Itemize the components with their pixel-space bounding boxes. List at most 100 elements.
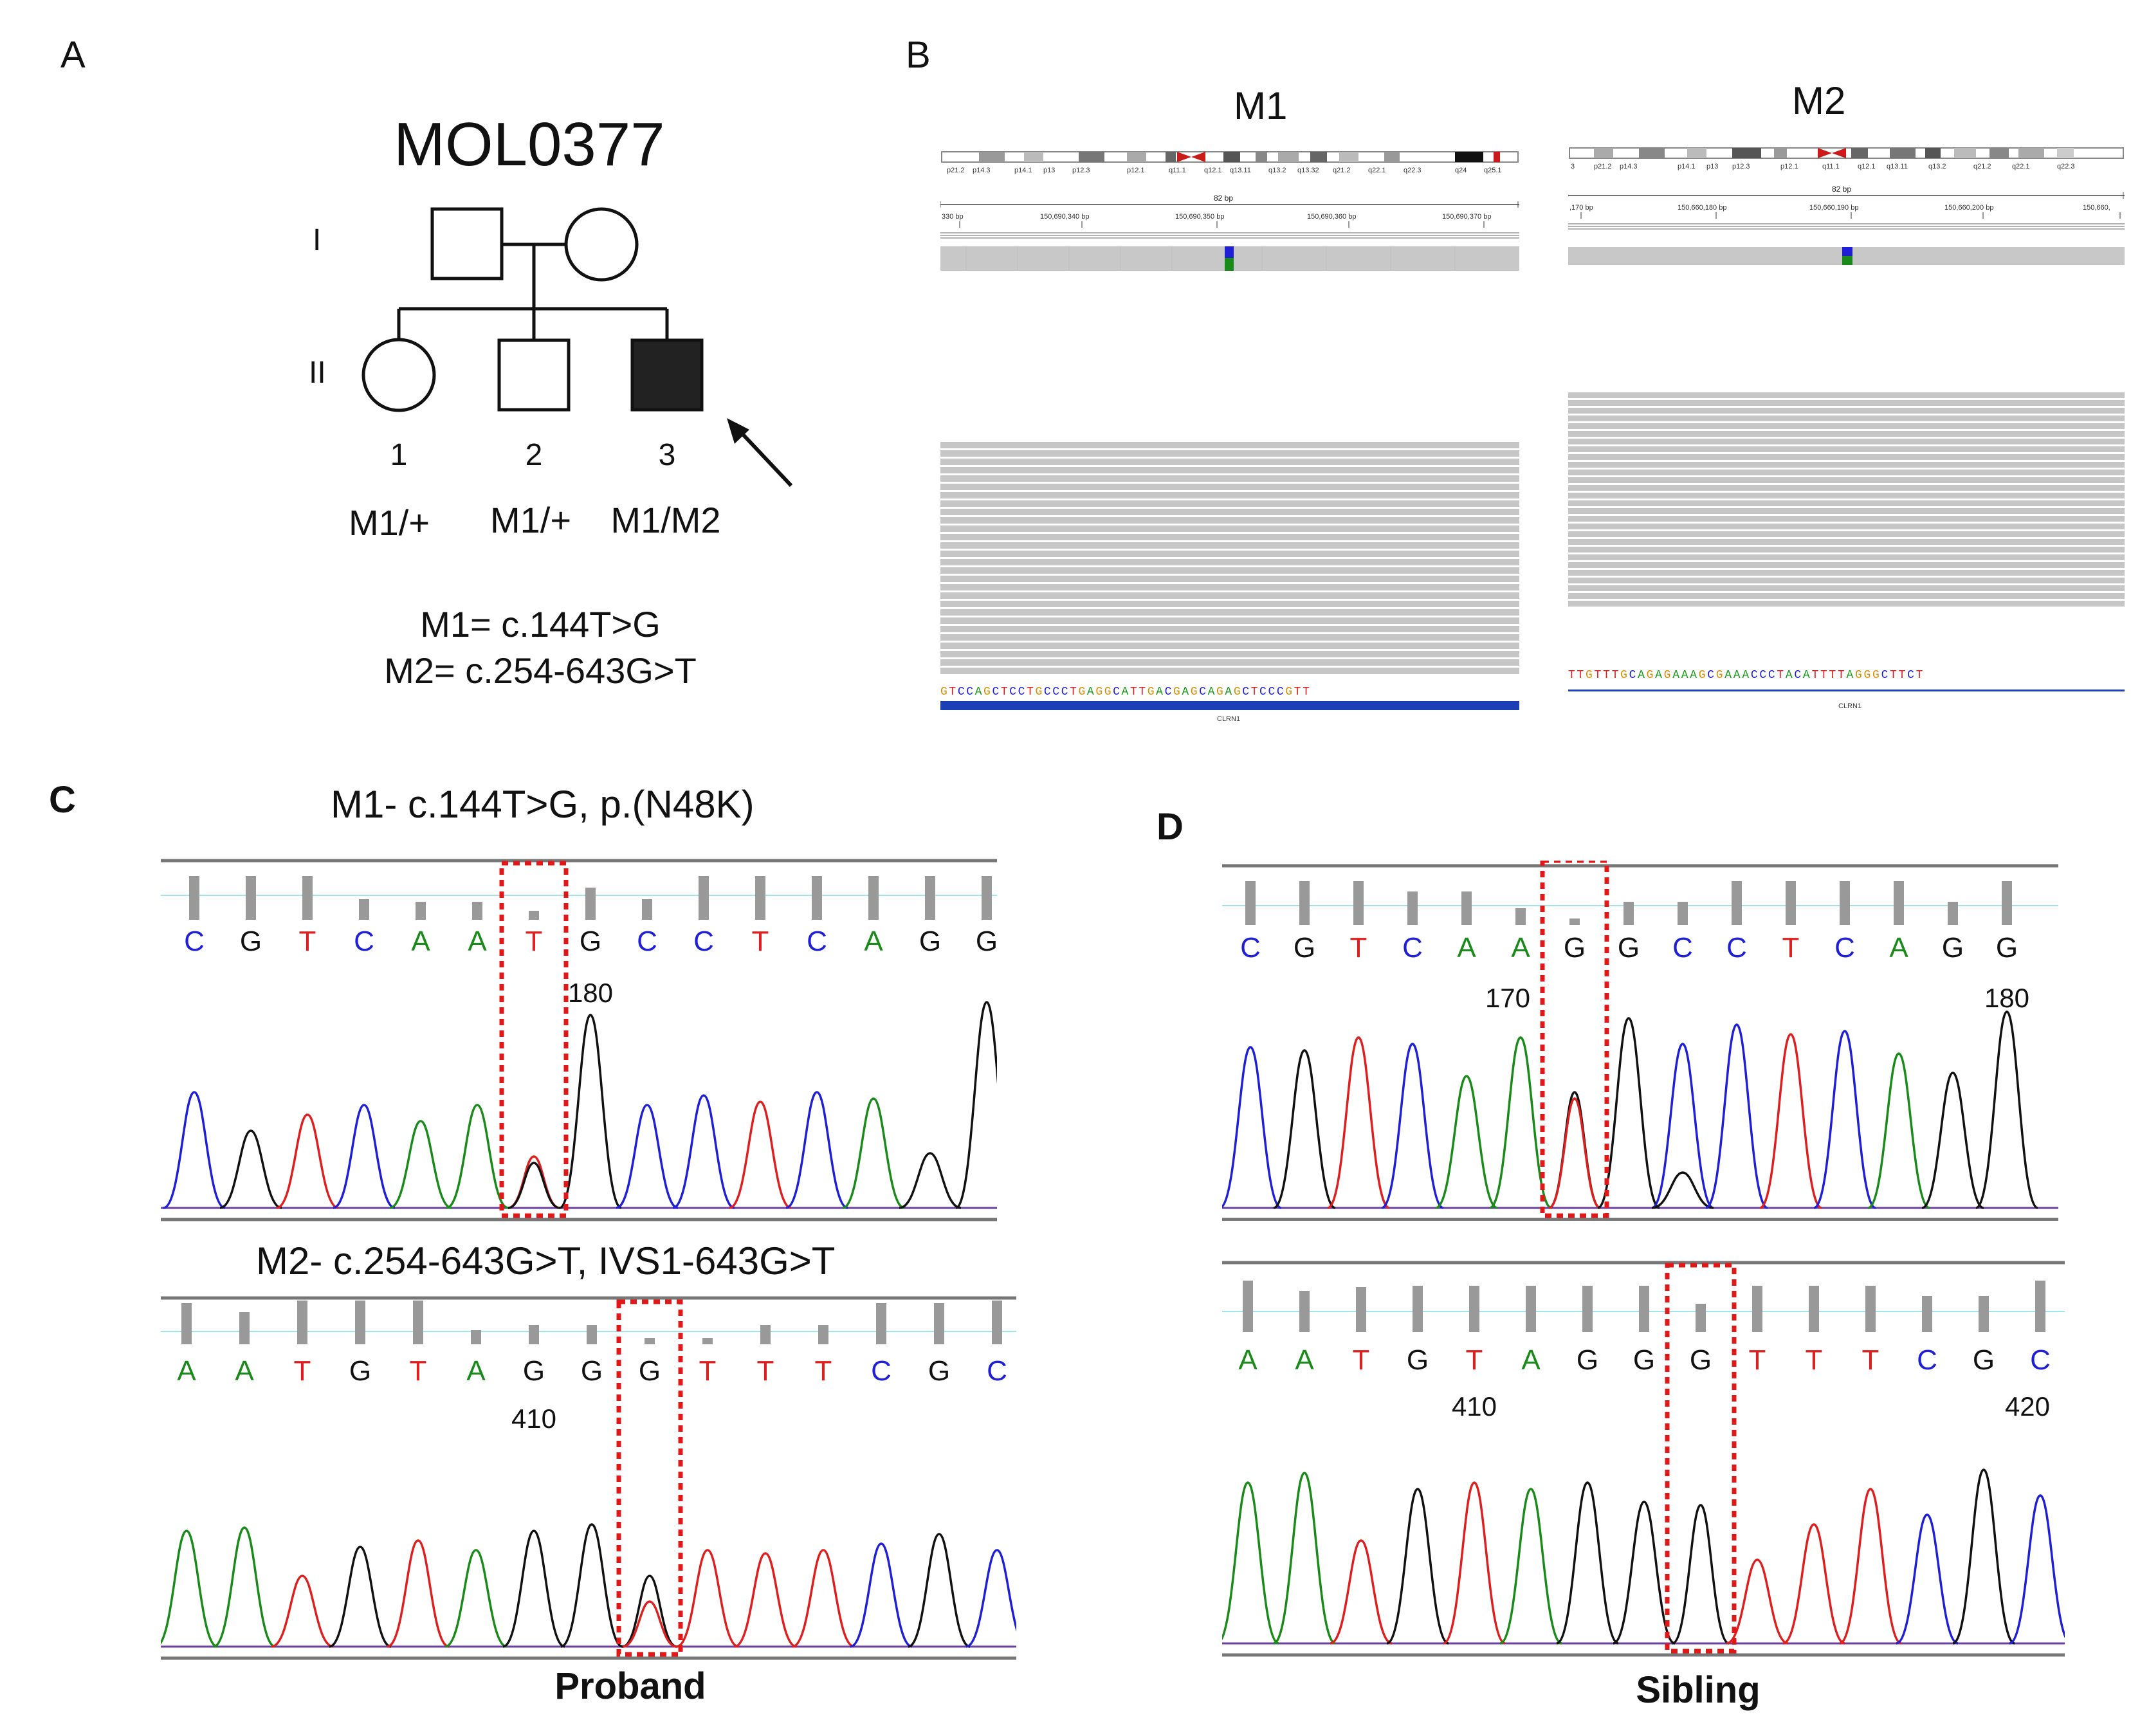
- igv-base: A: [1156, 686, 1165, 699]
- quality-bar: [1582, 1286, 1593, 1332]
- igv-base: G: [940, 686, 949, 699]
- base-call: G: [1407, 1344, 1429, 1376]
- quality-bar: [246, 876, 256, 920]
- quality-bar: [1526, 1286, 1536, 1332]
- trace-peak: [1222, 1046, 1282, 1209]
- igv-base: T: [1837, 669, 1847, 682]
- igv-band-m2-2: p14.3: [1620, 163, 1638, 170]
- igv-read: [1568, 500, 2125, 506]
- base-call: T: [1466, 1344, 1483, 1376]
- igv-read: [940, 459, 1519, 465]
- igv-reads-m2: [1568, 247, 2125, 607]
- igv-base: T: [1568, 669, 1577, 682]
- igv-band-m2-0: 3: [1571, 163, 1575, 170]
- base-call: G: [976, 926, 997, 957]
- igv-base: T: [1000, 686, 1010, 699]
- igv-base: G: [983, 686, 992, 699]
- igv-read: [1568, 477, 2125, 483]
- igv-band-m1-9: q13.2: [1268, 167, 1286, 174]
- igv-read: [940, 484, 1519, 490]
- igv-band-m2-3: p14.1: [1678, 163, 1696, 170]
- legend-m2: M2= c.254-643G>T: [384, 650, 697, 691]
- base-call: G: [580, 926, 601, 957]
- igv-label-m1: M1: [1234, 84, 1288, 127]
- quality-bar: [1786, 881, 1796, 925]
- igv-base: G: [1233, 686, 1243, 699]
- igv-base: G: [1863, 669, 1873, 682]
- trace-peak: [213, 1526, 276, 1648]
- igv-gene-name-m1: CLRN1: [1217, 715, 1241, 723]
- igv-read: [940, 634, 1519, 641]
- variant-highlight-box: [616, 1299, 683, 1657]
- igv-band-m2-12: q22.1: [2012, 163, 2030, 170]
- base-call: A: [411, 926, 430, 957]
- base-call: C: [1834, 932, 1855, 964]
- trace-peak: [1782, 1523, 1845, 1645]
- quality-bar: [645, 1338, 655, 1344]
- base-call: T: [299, 926, 316, 957]
- base-call: G: [1690, 1344, 1712, 1376]
- igv-read: [1568, 439, 2125, 444]
- trace-peak: [387, 1539, 450, 1648]
- igv-base: A: [1086, 686, 1096, 699]
- igv-base: C: [1276, 686, 1286, 699]
- igv-read: [1568, 431, 2125, 437]
- igv-ruler-m1-1: 150,690,340 bp: [1040, 213, 1089, 221]
- trace-peak: [1867, 1052, 1930, 1209]
- child-1-symbol: [361, 338, 436, 412]
- quality-bar: [2002, 881, 2012, 925]
- base-call: C: [693, 926, 714, 957]
- generation-label-1: I: [313, 223, 322, 257]
- trace-peak: [1443, 1481, 1506, 1645]
- igv-base: G: [1715, 669, 1725, 682]
- family-id: MOL0377: [394, 110, 665, 179]
- igv-base: G: [1104, 686, 1113, 699]
- variant-highlight-box: [1665, 1263, 1737, 1654]
- base-call: G: [919, 926, 941, 957]
- trace-peak: [276, 1113, 339, 1209]
- quality-bar: [181, 1303, 192, 1344]
- base-call: C: [1672, 932, 1693, 964]
- base-call: C: [1726, 932, 1747, 964]
- trace-peak: [508, 1162, 560, 1209]
- position-label: 410: [1452, 1391, 1497, 1421]
- trace-peak: [622, 1600, 677, 1648]
- trace-peak: [965, 1549, 1016, 1648]
- igv-read: [940, 584, 1519, 590]
- igv-base: C: [1268, 686, 1277, 699]
- position-label: 410: [511, 1403, 556, 1434]
- base-call: A: [1521, 1344, 1541, 1376]
- igv-read: [1568, 408, 2125, 414]
- quality-bar: [876, 1303, 886, 1344]
- igv-read: [940, 475, 1519, 482]
- trace-peak: [560, 1523, 623, 1648]
- quality-bar: [189, 876, 199, 920]
- igv-read: [1568, 531, 2125, 537]
- igv-base: C: [1259, 686, 1268, 699]
- igv-band-m2-8: q12.1: [1858, 163, 1876, 170]
- base-call: C: [1402, 932, 1423, 964]
- panel-label-a: A: [60, 34, 86, 76]
- igv-base: G: [1586, 669, 1595, 682]
- base-call: G: [523, 1355, 545, 1387]
- igv-span-m2: 82 bp: [1832, 185, 1851, 194]
- igv-read: [1568, 493, 2125, 498]
- quality-bar: [2035, 1281, 2045, 1332]
- base-call: T: [526, 926, 543, 957]
- trace-peak: [1705, 1023, 1768, 1209]
- igv-read: [1568, 446, 2125, 452]
- igv-base: C: [1009, 686, 1018, 699]
- igv-base: G: [1147, 686, 1157, 699]
- generation-label-2: II: [309, 356, 326, 390]
- igv-read: [940, 467, 1519, 473]
- igv-base: A: [1182, 686, 1191, 699]
- base-call: T: [1749, 1344, 1766, 1376]
- base-call: T: [815, 1355, 832, 1387]
- igv-base: T: [1027, 686, 1036, 699]
- igv-base: T: [1577, 669, 1586, 682]
- igv-span-m1: 82 bp: [1214, 194, 1233, 203]
- base-call: G: [639, 1355, 661, 1387]
- child-genotype-2: M1/+: [489, 500, 572, 540]
- quality-bar: [868, 876, 879, 920]
